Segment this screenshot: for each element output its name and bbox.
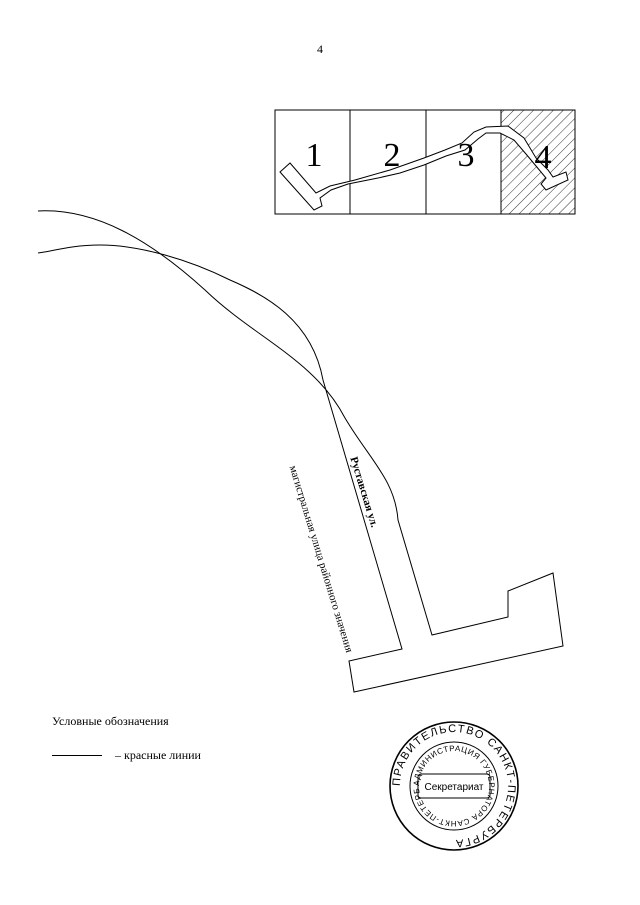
- key-map-sheet-2-number: 2: [384, 137, 401, 174]
- key-map-sheet-4-number: 4: [535, 139, 552, 176]
- stamp-center-text: Секретариат: [424, 782, 483, 793]
- legend-red-line-symbol: [52, 755, 102, 756]
- svg-text:АДМИНИСТРАЦИЯ ГУБЕРНАТОРА САНК: АДМИНИСТРАЦИЯ ГУБЕРНАТОРА САНКТ-ПЕТЕРБУР…: [0, 0, 495, 828]
- street-category-label: магистральная улица районного значения: [287, 464, 355, 654]
- legend-red-line-label: – красные линии: [115, 748, 201, 762]
- street-red-lines: [37, 210, 564, 693]
- key-map-sheet-1-number: 1: [306, 137, 323, 174]
- red-line-upper: [37, 210, 564, 693]
- key-map-frame: [274, 109, 576, 215]
- key-map: 1 2 3 4: [274, 109, 576, 215]
- key-map-road-outline: [279, 125, 569, 211]
- legend-title: Условные обозначения: [52, 714, 169, 728]
- stamp-inner-text: АДМИНИСТРАЦИЯ ГУБЕРНАТОРА САНКТ-ПЕТЕРБУР…: [0, 0, 495, 828]
- red-line-lower: [37, 244, 324, 381]
- page-number: 4: [317, 42, 323, 56]
- key-map-sheet-3-number: 3: [458, 137, 475, 174]
